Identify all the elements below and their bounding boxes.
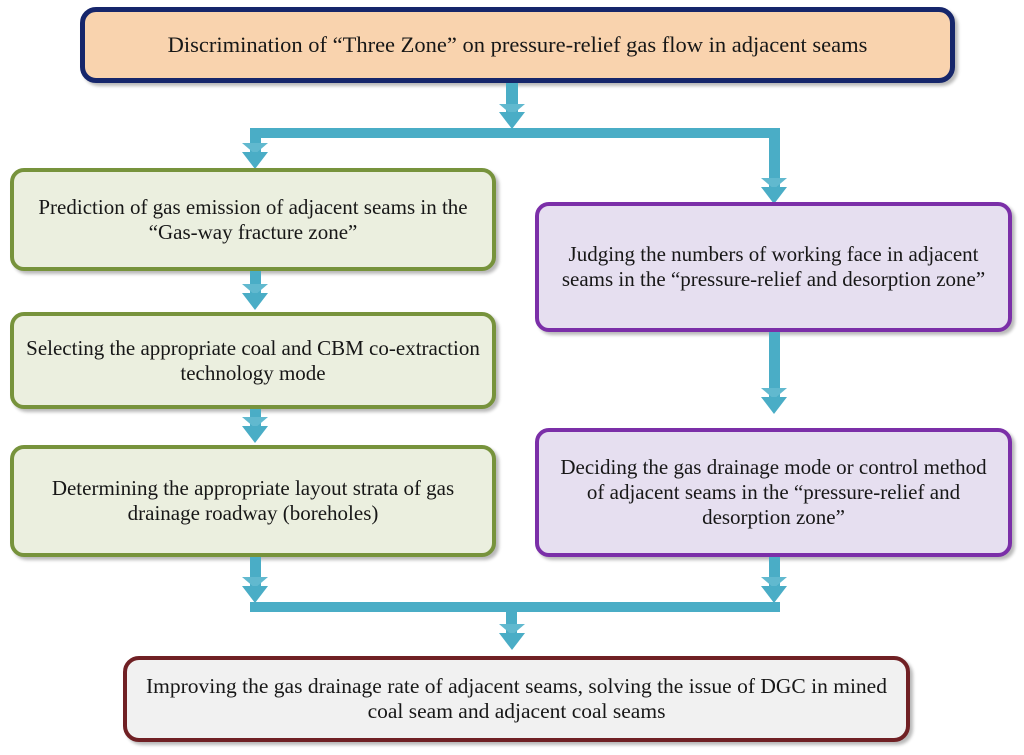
- connector-split-left-stem: [250, 128, 261, 156]
- connector-split-bar: [250, 128, 780, 138]
- connector-split-left-arrowhead: [242, 152, 268, 169]
- connector-right-1-2-arrowhead: [761, 397, 787, 414]
- connector-split-right-arrow-wing: [761, 178, 787, 189]
- connector-right-1-2-arrow-wing: [761, 388, 787, 399]
- connector-title-arrowhead: [499, 112, 525, 129]
- node-right-judging-text: Judging the numbers of working face in a…: [561, 242, 986, 291]
- node-right-deciding-text: Deciding the gas drainage mode or contro…: [560, 455, 987, 529]
- node-title-text: Discrimination of “Three Zone” on pressu…: [167, 31, 868, 57]
- connector-merge-right-arrow-wing: [761, 577, 787, 588]
- connector-left-2-3-arrowhead: [242, 426, 268, 443]
- node-left-determining[interactable]: Determining the appropriate layout strat…: [10, 445, 496, 557]
- connector-left-1-2-arrow-wing: [242, 284, 268, 295]
- node-left-determining-text: Determining the appropriate layout strat…: [51, 476, 455, 525]
- node-outcome-text: Improving the gas drainage rate of adjac…: [146, 673, 887, 723]
- connector-left-1-2-arrowhead: [242, 293, 268, 310]
- connector-split-right-arrowhead: [761, 187, 787, 204]
- connector-title-arrow-wing: [499, 104, 525, 115]
- node-left-prediction-text: Prediction of gas emission of adjacent s…: [38, 194, 468, 244]
- node-right-judging[interactable]: Judging the numbers of working face in a…: [535, 202, 1012, 332]
- connector-merge-right-stem: [769, 557, 780, 589]
- node-title-discrimination[interactable]: Discrimination of “Three Zone” on pressu…: [80, 7, 955, 83]
- node-left-prediction[interactable]: Prediction of gas emission of adjacent s…: [10, 168, 496, 271]
- node-left-selecting-text: Selecting the appropriate coal and CBM c…: [26, 335, 480, 385]
- connector-split-left-arrow-wing: [242, 143, 268, 154]
- connector-merge-right-arrowhead: [761, 586, 787, 603]
- connector-left-2-3-arrow-wing: [242, 417, 268, 428]
- connector-merge-left-stem: [250, 557, 261, 589]
- node-left-selecting[interactable]: Selecting the appropriate coal and CBM c…: [10, 312, 496, 409]
- connector-right-1-2-stem: [769, 332, 780, 400]
- connector-outcome-stem: [506, 602, 517, 634]
- connector-outcome-arrow-wing: [499, 624, 525, 635]
- connector-merge-left-arrow-wing: [242, 577, 268, 588]
- connector-split-right-stem: [769, 128, 780, 190]
- node-right-deciding[interactable]: Deciding the gas drainage mode or contro…: [535, 428, 1012, 557]
- connector-outcome-arrowhead: [499, 633, 525, 650]
- node-outcome-improving[interactable]: Improving the gas drainage rate of adjac…: [123, 656, 910, 742]
- connector-merge-left-arrowhead: [242, 586, 268, 603]
- connector-left-1-2-stem: [250, 271, 261, 296]
